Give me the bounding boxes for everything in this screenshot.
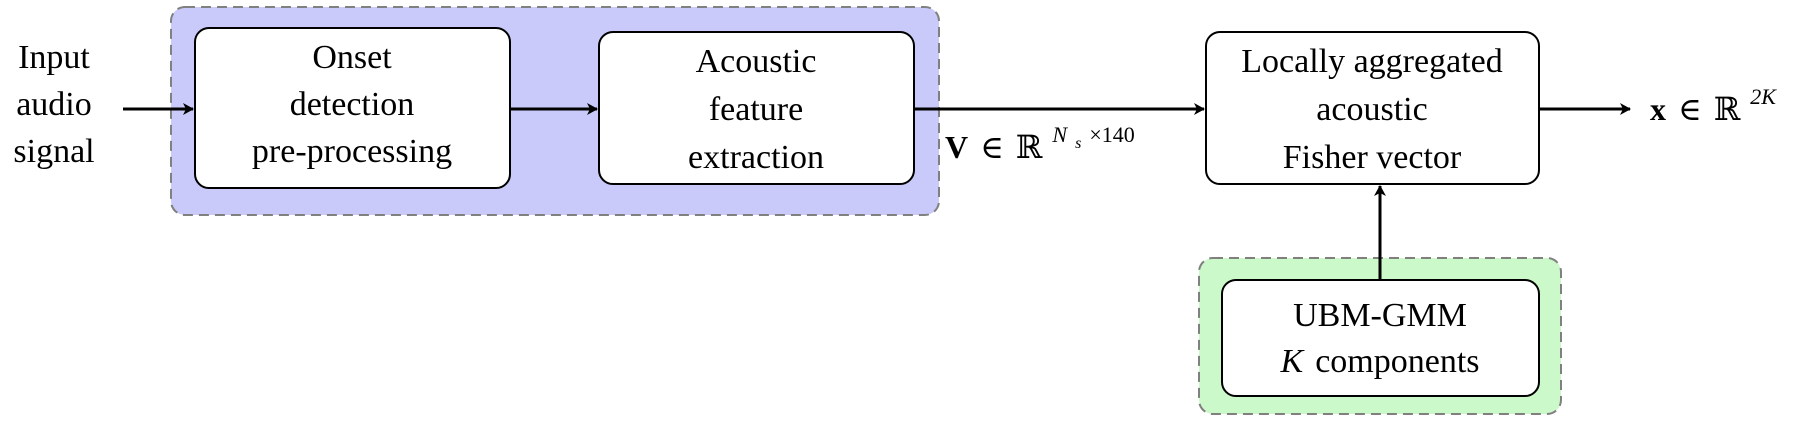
feature-block-line-1: Acoustic: [696, 43, 817, 80]
v-reals: ℝ: [1016, 129, 1043, 165]
input-label-line-2: audio: [16, 86, 92, 123]
onset-block-line-1: Onset: [312, 39, 392, 76]
k-symbol: K: [1280, 343, 1306, 380]
v-symbol: V: [945, 129, 968, 165]
v-sup-sub: s: [1075, 135, 1081, 152]
feature-block-line-2: feature: [709, 91, 803, 128]
fisher-block-line-2: acoustic: [1316, 91, 1427, 128]
x-reals: ℝ: [1714, 91, 1741, 127]
fisher-block-line-3: Fisher vector: [1283, 139, 1462, 176]
input-label-line-1: Input: [18, 39, 90, 76]
input-label-line-3: signal: [13, 133, 94, 170]
x-element-of: ∈: [1678, 91, 1702, 127]
ubm-block-line-1: UBM-GMM: [1293, 297, 1467, 334]
v-sup-rest: ×140: [1089, 122, 1134, 147]
v-sup-base: N: [1051, 122, 1068, 147]
v-element-of: ∈: [980, 129, 1004, 165]
v-dimension-label: V ∈ ℝ N s ×140: [945, 113, 1135, 165]
feature-block-line-3: extraction: [688, 139, 824, 176]
onset-block-line-2: detection: [290, 86, 415, 123]
x-dimension-label: x ∈ ℝ 2K: [1650, 84, 1777, 127]
x-sup: 2K: [1750, 84, 1777, 109]
onset-block-line-3: pre-processing: [252, 133, 452, 170]
components-text: components: [1315, 343, 1479, 380]
x-symbol: x: [1650, 91, 1666, 127]
fisher-block-line-1: Locally aggregated: [1241, 43, 1502, 80]
